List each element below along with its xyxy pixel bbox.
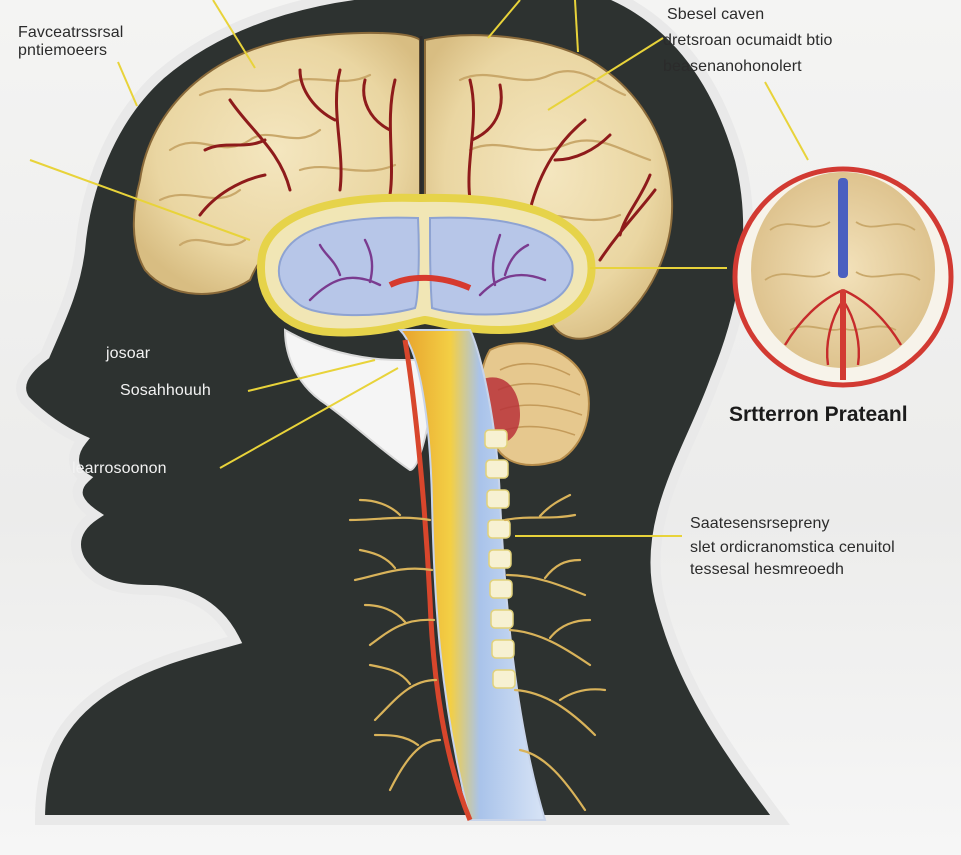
cerebrum — [132, 31, 674, 340]
spinal-nerves — [348, 493, 607, 812]
label-josoar: josoar — [106, 345, 151, 362]
spinal-cord — [397, 329, 547, 821]
label-top-left-line2: pntiemoeers — [18, 42, 108, 59]
label-right-middle: Saatesensrsepreny slet ordicranomstica c… — [690, 515, 895, 579]
label-right-middle-line1: Saatesensrsepreny — [690, 515, 830, 532]
label-right-middle-line3: tessesal hesmreoedh — [690, 561, 844, 578]
leader-lines — [29, 0, 809, 537]
label-learrosoonon: learrosoonon — [72, 460, 167, 477]
label-top-left-line1: Favceatrssrsal — [18, 24, 124, 41]
brainstem-region — [283, 328, 442, 472]
label-top-right: Sbesel caven dretsroan ocumaidt btio bea… — [663, 6, 833, 76]
label-top-right-line3: beasenanohonolert — [663, 58, 802, 75]
brain-inset — [732, 166, 954, 388]
label-top-left: Favceatrssrsal pntiemoeers — [18, 24, 123, 60]
label-top-right-line2: dretsroan ocumaidt btio — [663, 32, 833, 49]
label-top-right-line1: Sbesel caven — [667, 6, 765, 23]
label-sosahhouuh: Sosahhouuh — [120, 382, 211, 399]
inset-title: Srtterron Prateanl — [729, 403, 908, 426]
ventricles — [257, 193, 596, 337]
label-right-middle-line2: slet ordicranomstica cenuitol — [690, 539, 895, 556]
